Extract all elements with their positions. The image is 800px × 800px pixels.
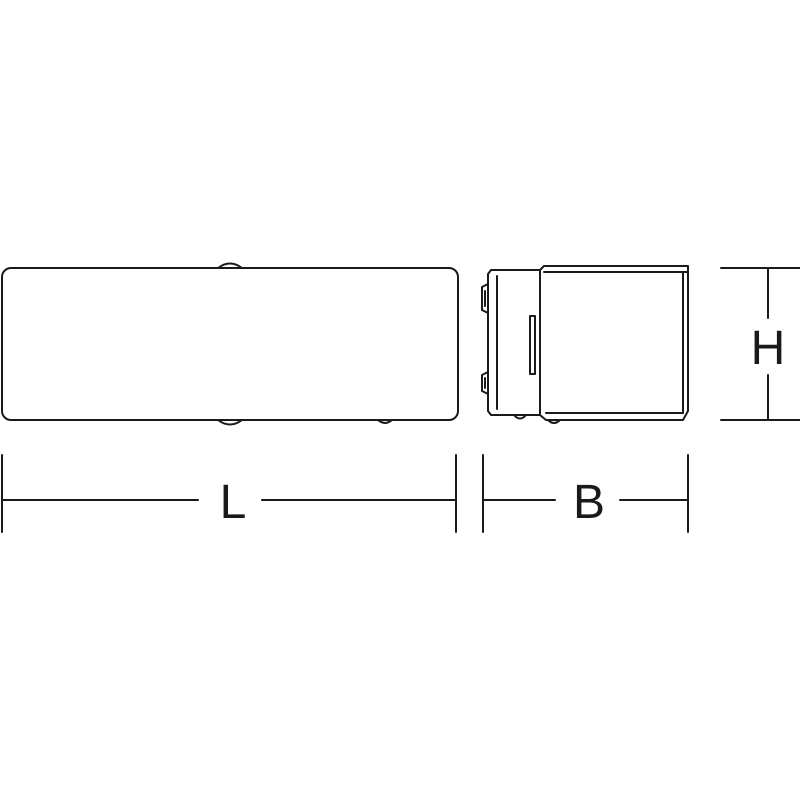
front-top-mounting-bump — [217, 262, 243, 269]
front-view-body — [1, 267, 459, 421]
front-bottom-mounting-bump-right — [377, 419, 393, 424]
side-housing — [539, 265, 689, 421]
side-clip-top — [481, 283, 489, 314]
dimension-b-label: B — [573, 476, 605, 529]
dimension-h — [720, 267, 800, 421]
front-view — [1, 262, 459, 426]
side-bracket-outline — [487, 269, 541, 416]
dimension-h-label: H — [751, 322, 786, 375]
side-view — [481, 265, 689, 424]
side-bracket-foot — [513, 414, 527, 420]
dimension-l-label: L — [220, 476, 247, 529]
side-clip-bottom — [481, 371, 489, 395]
side-housing-foot — [547, 419, 561, 424]
dimension-b — [482, 454, 689, 533]
front-bottom-mounting-bump-left — [217, 419, 243, 426]
side-bracket-slot — [529, 315, 536, 375]
dimension-l — [1, 454, 457, 533]
